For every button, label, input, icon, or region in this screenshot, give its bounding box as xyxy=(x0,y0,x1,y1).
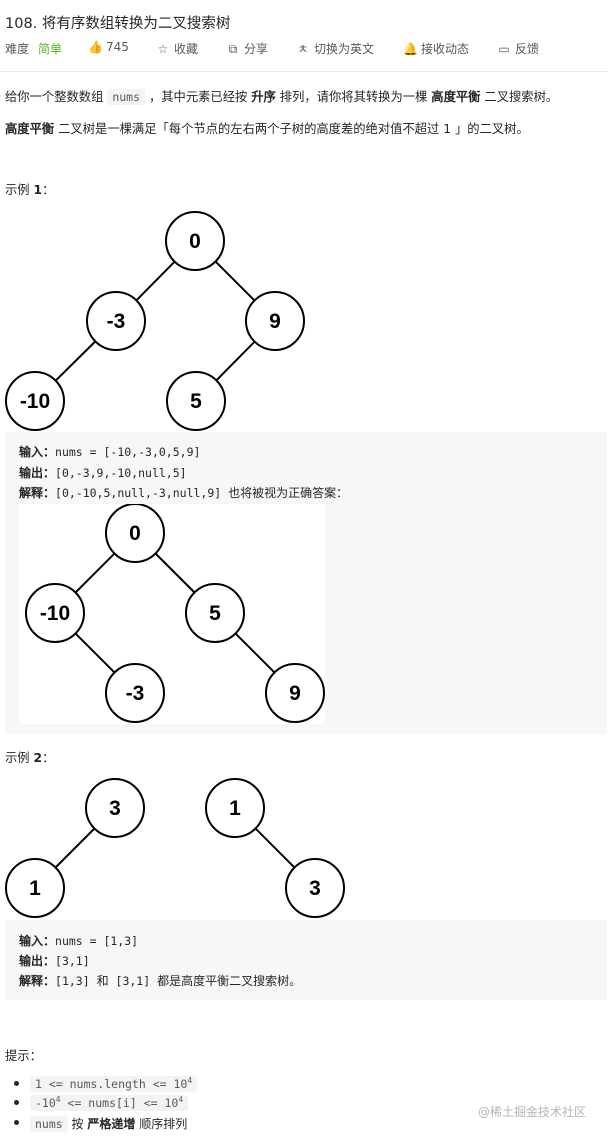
description-paragraph-2: 高度平衡 二叉树是一棵满足「每个节点的左右两个子树的高度差的绝对值不超过 1 」… xyxy=(5,122,529,136)
tree-node xyxy=(165,211,225,271)
watermark: @稀土掘金技术社区 xyxy=(478,1105,587,1119)
example-1-input: 输入：nums = [-10,-3,0,5,9] xyxy=(19,445,201,459)
tree-node-label: 1 xyxy=(229,797,241,820)
example-1-explanation: 解释：[0,-10,5,null,-3,null,9] 也将被视为正确答案： xyxy=(19,486,349,500)
tree-node-label: 0 xyxy=(129,522,141,545)
tree-node-label: -10 xyxy=(40,602,70,625)
divider xyxy=(0,71,608,72)
tree-node-label: 1 xyxy=(29,877,41,900)
example-2-heading: 示例 2： xyxy=(5,751,55,765)
switch-language-label: 切换为英文 xyxy=(314,42,375,56)
tree-node xyxy=(245,291,305,351)
notify-label: 接收动态 xyxy=(421,42,470,56)
description-paragraph-1: 给你一个整数数组 nums ，其中元素已经按 升序 排列，请你将其转换为一棵 高… xyxy=(5,89,559,105)
bell-icon: 🔔 xyxy=(403,42,418,56)
tree-node-label: 3 xyxy=(109,797,121,820)
tree-node xyxy=(265,663,325,723)
thumb-up-icon: 👍 xyxy=(88,40,103,54)
share-label: 分享 xyxy=(244,42,269,56)
example-1-alt-tree-diagram: 0 -10 5 -3 9 xyxy=(19,504,325,724)
tree-node xyxy=(85,778,145,838)
tree-node xyxy=(5,371,65,431)
collect-button[interactable]: ☆ 收藏 xyxy=(156,40,198,57)
example-2-explanation: 解释：[1,3] 和 [3,1] 都是高度平衡二叉搜索树。 xyxy=(19,974,302,988)
example-2-input: 输入：nums = [1,3] xyxy=(19,934,139,948)
bullet xyxy=(14,1100,19,1105)
constraint-item: -104 <= nums[i] <= 104 xyxy=(14,1094,189,1111)
example-1-code-block: 输入：nums = [-10,-3,0,5,9] 输出：[0,-3,9,-10,… xyxy=(5,432,607,734)
example-1-heading: 示例 1： xyxy=(5,183,55,197)
tree-node-label: 9 xyxy=(289,682,301,705)
tree-node-label: 3 xyxy=(309,877,321,900)
example-2-tree-diagrams: 3 1 1 3 xyxy=(5,778,345,918)
difficulty-label: 难度 xyxy=(5,42,30,56)
like-count: 745 xyxy=(106,40,129,54)
share-icon: ⧉ xyxy=(228,42,238,56)
tree-node xyxy=(105,504,165,563)
problem-title: 108. 将有序数组转换为二叉搜索树 xyxy=(5,16,231,32)
tree-node xyxy=(285,858,345,918)
example-2-code-block: 输入：nums = [1,3] 输出：[3,1] 解释：[1,3] 和 [3,1… xyxy=(5,920,607,1000)
tree-node xyxy=(5,858,65,918)
collect-label: 收藏 xyxy=(174,42,199,56)
inline-code: nums xyxy=(107,89,146,105)
feedback-button[interactable]: ▭ 反馈 xyxy=(497,40,539,57)
constraint-item: 1 <= nums.length <= 104 xyxy=(14,1075,198,1092)
tree-node-label: 0 xyxy=(189,230,201,253)
feedback-label: 反馈 xyxy=(515,42,540,56)
tree-node xyxy=(86,291,146,351)
tree-node-label: -3 xyxy=(126,682,145,705)
share-button[interactable]: ⧉ 分享 xyxy=(226,40,268,57)
tree-node xyxy=(166,371,226,431)
tree-node-label: 5 xyxy=(190,390,202,413)
notify-button[interactable]: 🔔接收动态 xyxy=(403,40,469,57)
example-1-output: 输出：[0,-3,9,-10,null,5] xyxy=(19,466,187,480)
tree-node xyxy=(185,583,245,643)
tree-node xyxy=(25,583,85,643)
tree-node-label: -3 xyxy=(107,310,126,333)
star-icon: ☆ xyxy=(157,42,169,56)
example-2-output: 输出：[3,1] xyxy=(19,954,90,968)
difficulty-badge: 简单 xyxy=(38,42,63,56)
translate-icon: ㅊ xyxy=(297,42,309,56)
like-button[interactable]: 👍745 xyxy=(88,40,129,54)
tree-node-label: 5 xyxy=(209,602,221,625)
tree-node-label: -10 xyxy=(20,390,50,413)
tree-node xyxy=(205,778,265,838)
hints-heading: 提示： xyxy=(5,1049,42,1063)
example-1-tree-diagram: 0 -3 9 -10 5 xyxy=(5,211,305,431)
bullet xyxy=(14,1081,19,1086)
bullet xyxy=(14,1120,19,1125)
tree-node xyxy=(105,663,165,723)
feedback-icon: ▭ xyxy=(498,42,510,56)
tree-node-label: 9 xyxy=(269,310,281,333)
constraint-item: nums 按 严格递增 顺序排列 xyxy=(14,1115,187,1132)
